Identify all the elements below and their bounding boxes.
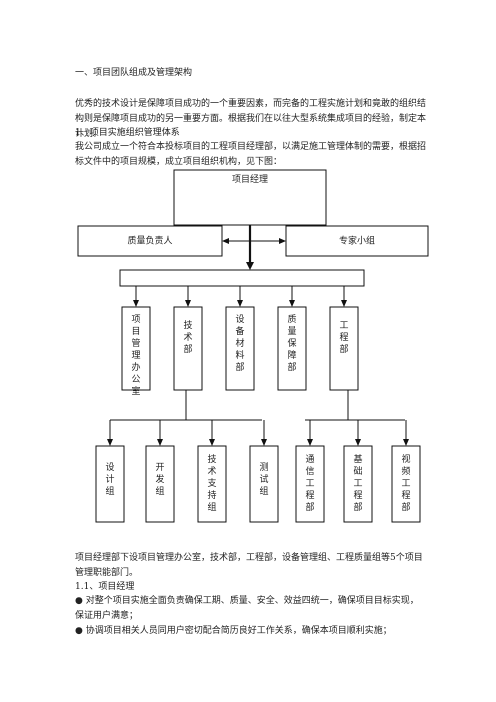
department-box (225, 306, 255, 391)
department-label: 项目管理办公室 (131, 314, 140, 397)
group-label: 测试组 (259, 462, 268, 497)
summary-paragraph: 项目经理部下设项目管理办公室，技术部，工程部，设备管理组、工程质量组等5个项目管… (75, 553, 423, 578)
org-paragraph: 我公司成立一个符合本投标项目的工程项目经理部，以满足施工管理体制的需要，根据招标… (75, 142, 427, 167)
group-label: 开发组 (155, 462, 164, 497)
department-label: 设备材料部 (235, 314, 244, 373)
project-manager-label: 项目经理 (232, 173, 268, 185)
sub-heading-org: 1、项目实施组织管理体系 (75, 128, 180, 138)
group-label: 基础工程部 (353, 453, 362, 513)
bullet-item-2: ● 协调项目相关人员同用户密切配合简历良好工作关系，确保本项目顺利实施； (75, 626, 392, 636)
quality-lead-box (77, 225, 223, 257)
group-box (145, 445, 175, 523)
intro-paragraph: 优秀的技术设计是保障项目成功的一个重要因素，而完备的工程实施计划和竟敢的组织结构… (75, 99, 427, 139)
department-label: 工程部 (339, 321, 348, 355)
group-label: 设计组 (105, 462, 114, 497)
group-box (343, 445, 373, 523)
group-box (249, 445, 279, 523)
department-label: 质量保障部 (287, 313, 296, 373)
department-box (121, 306, 151, 391)
department-box (329, 306, 359, 391)
group-box (197, 445, 227, 523)
bullet-item-1: ● 对整个项目实施全面负责确保工期、质量、安全、效益四统一，确保项目目标实现，保… (75, 596, 419, 621)
expert-group-label: 专家小组 (339, 235, 375, 247)
group-box (95, 445, 125, 523)
section-heading: 一、项目团队组成及管理架构 (75, 68, 193, 78)
quality-lead-label: 质量负责人 (127, 235, 172, 247)
group-label: 技术支持组 (207, 453, 216, 513)
department-label: 技术部 (183, 319, 192, 355)
department-bar (119, 269, 365, 287)
group-label: 视频工程部 (401, 453, 410, 513)
group-box (295, 445, 325, 523)
department-box (277, 306, 307, 391)
department-box (173, 306, 203, 391)
sub-heading-manager: 1.1、项目经理 (75, 582, 135, 592)
group-label: 通信工程部 (305, 454, 314, 513)
group-box (391, 445, 421, 523)
project-manager-box (173, 169, 327, 226)
